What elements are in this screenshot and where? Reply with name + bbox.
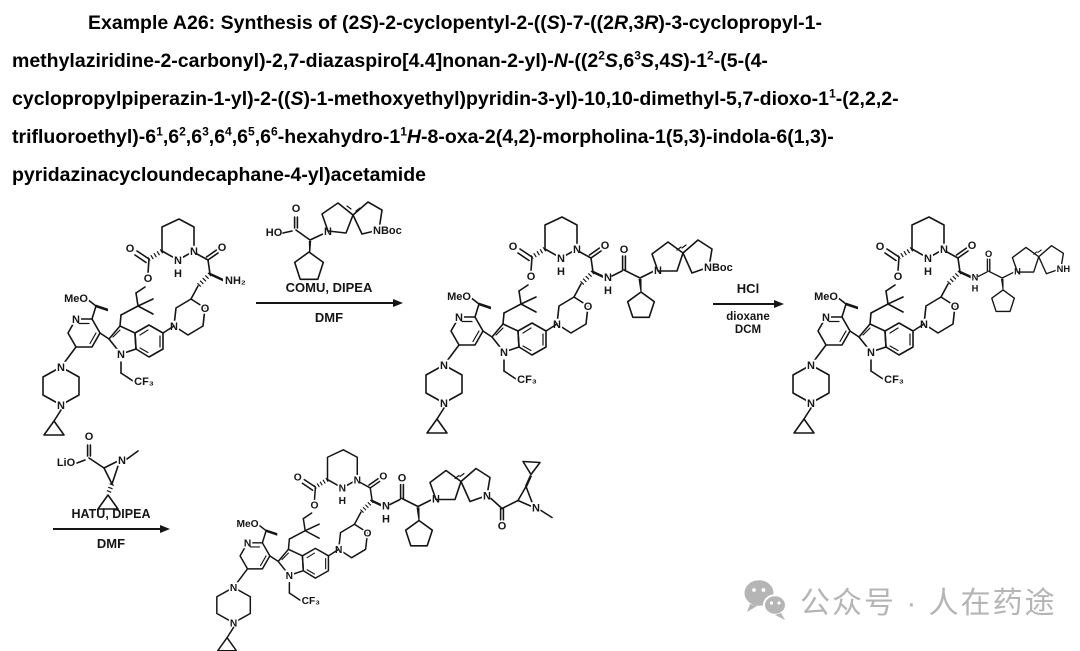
- reaction-arrow-1: COMU, DIPEA DMF: [255, 280, 403, 326]
- reagent-lithium-aziridine-carboxylate: O LiO N: [55, 429, 139, 510]
- reagent-spiro-boc-acid: O HO N NBoc: [264, 201, 404, 281]
- reaction-2-reagents: HCl: [736, 281, 760, 296]
- title-line: Example A26: Synthesis of (2S)-2-cyclope…: [88, 12, 822, 34]
- svg-text:N: N: [324, 226, 332, 238]
- structure-final-product: N O N: [182, 430, 553, 651]
- wechat-icon: [744, 580, 787, 620]
- atom-label-nh: NH: [1057, 264, 1071, 274]
- svg-text:N: N: [532, 503, 540, 515]
- reaction-arrow-2: HCl dioxane DCM: [712, 281, 784, 336]
- reaction-3-solvent: DMF: [96, 536, 126, 551]
- atom-label-nboc: NBoc: [704, 262, 733, 274]
- atom-label-nh2: NH₂: [225, 275, 246, 287]
- svg-text:O: O: [85, 431, 94, 443]
- svg-text:N: N: [118, 455, 126, 467]
- reaction-1-reagents: COMU, DIPEA: [285, 280, 373, 295]
- arrow-right-icon: [256, 299, 403, 307]
- reaction-2-solvent-2: DCM: [734, 323, 762, 336]
- title-line: trifluoroethyl)-61,62,63,64,65,66-hexahy…: [12, 124, 834, 148]
- wechat-watermark: 公众号 · 人在药途: [742, 578, 1057, 622]
- title-line: pyridazinacycloundecaphane-4-yl)acetamid…: [12, 164, 426, 186]
- reaction-1-solvent: DMF: [314, 310, 344, 325]
- svg-text:O: O: [498, 521, 507, 533]
- atom-label-nboc: NBoc: [373, 225, 402, 237]
- structure-boc-intermediate: NBoc: [395, 192, 735, 448]
- arrow-right-icon: [53, 525, 170, 533]
- svg-text:O: O: [292, 203, 301, 215]
- atom-label-lio: LiO: [57, 457, 76, 469]
- reaction-3-reagents: HATU, DIPEA: [71, 507, 151, 521]
- arrow-right-icon: [713, 300, 784, 308]
- title-line: cyclopropylpiperazin-1-yl)-2-((S)-1-meth…: [12, 86, 899, 110]
- reaction-arrow-3: HATU, DIPEA DMF: [52, 506, 170, 552]
- title-line: methylaziridine-2-carbonyl)-2,7-diazaspi…: [12, 48, 768, 72]
- title-paragraph: Example A26: Synthesis of (2S)-2-cyclope…: [12, 4, 1044, 194]
- watermark-text: 公众号 · 人在药途: [800, 587, 1057, 620]
- structure-starting-macrocycle-amine: NH₂: [10, 198, 248, 450]
- atom-label-ho: HO: [266, 227, 283, 239]
- svg-text:N: N: [483, 491, 491, 503]
- reaction-2-solvent-1: dioxane: [726, 311, 770, 323]
- structure-free-spiro-nh-intermediate: NH: [762, 192, 1072, 448]
